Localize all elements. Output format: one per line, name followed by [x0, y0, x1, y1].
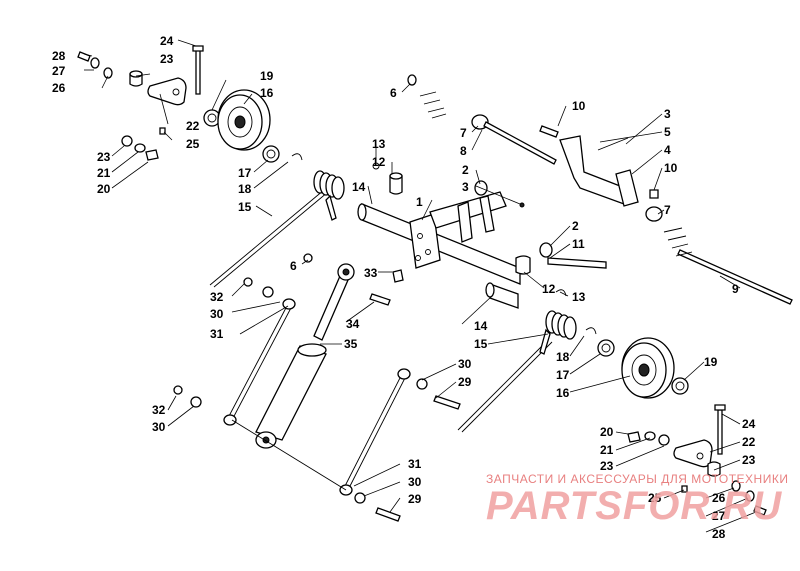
callout-17-lower: 17	[556, 368, 570, 382]
upper-left-arm-group	[77, 45, 303, 163]
callout-1: 1	[416, 195, 423, 209]
callout-23-lower-b: 23	[742, 453, 756, 467]
callout-29-lower: 29	[408, 492, 422, 506]
callout-33: 33	[364, 266, 378, 280]
callout-18-lower: 18	[556, 350, 570, 364]
callout-35: 35	[344, 337, 358, 351]
callout-25-lower: 25	[648, 491, 662, 505]
callout-30-lower-left: 30	[152, 420, 166, 434]
callout-8: 8	[460, 144, 467, 158]
upper-right-bracket-group	[407, 74, 793, 305]
callout-3-upper: 3	[664, 107, 671, 121]
watermark-logo: PARTSFOR.RU	[486, 484, 783, 528]
callout-5: 5	[664, 125, 671, 139]
callout-23-upper: 23	[160, 52, 174, 66]
callout-30-lower: 30	[408, 475, 422, 489]
callout-32-lower: 32	[152, 403, 166, 417]
callout-16-lower: 16	[556, 386, 570, 400]
callout-21-upper: 21	[97, 166, 111, 180]
callout-19-lower: 19	[704, 355, 718, 369]
callout-29-middle: 29	[458, 375, 472, 389]
callout-30-upper: 30	[210, 307, 224, 321]
leader-lines	[83, 39, 757, 533]
callout-16-upper: 16	[260, 86, 274, 100]
callout-12-upper: 12	[372, 155, 386, 169]
callout-23-lower: 23	[600, 459, 614, 473]
callout-31-lower: 31	[408, 457, 422, 471]
callout-21-lower: 21	[600, 443, 614, 457]
lower-right-wheel-group	[597, 337, 767, 516]
callout-25-upper: 25	[186, 137, 200, 151]
callout-13-upper: 13	[372, 137, 386, 151]
callout-labels: 28 27 26 24 23 19 16 22 25 23 21 20 17 1…	[52, 34, 756, 541]
callout-20-upper: 20	[97, 182, 111, 196]
watermark-tagline: ЗАПЧАСТИ И АКСЕССУАРЫ ДЛЯ МОТОТЕХНИКИ	[486, 472, 789, 486]
callout-19-upper: 19	[260, 69, 274, 83]
callout-2-upper: 2	[462, 163, 469, 177]
callout-22-lower: 22	[742, 435, 756, 449]
callout-10-lower: 10	[664, 161, 678, 175]
callout-31-upper: 31	[210, 327, 224, 341]
callout-14-lower: 14	[474, 319, 488, 333]
shock-and-links	[173, 253, 461, 522]
callout-12-lower: 12	[542, 282, 556, 296]
callout-28-lower: 28	[712, 527, 726, 541]
callout-24-upper: 24	[160, 34, 174, 48]
callout-26-upper: 26	[52, 81, 66, 95]
right-torsion-spring	[457, 310, 597, 433]
callout-15-left: 15	[238, 200, 252, 214]
callout-27-lower: 27	[712, 509, 726, 523]
callout-13-lower: 13	[572, 290, 586, 304]
callout-22-upper: 22	[186, 119, 200, 133]
callout-18-upper: 18	[238, 182, 252, 196]
callout-20-lower: 20	[600, 425, 614, 439]
callout-28-upper: 28	[52, 49, 66, 63]
callout-11: 11	[572, 237, 585, 251]
callout-26-lower: 26	[712, 491, 726, 505]
callout-7-upper: 7	[460, 126, 467, 140]
callout-23-upper-b: 23	[97, 150, 111, 164]
callout-10-upper: 10	[572, 99, 586, 113]
callout-2-lower: 2	[572, 219, 579, 233]
callout-7-lower: 7	[664, 203, 671, 217]
callout-6-upper: 6	[390, 86, 397, 100]
callout-24-lower: 24	[742, 417, 756, 431]
callout-30-middle: 30	[458, 357, 472, 371]
left-torsion-spring	[209, 170, 345, 288]
center-shaft-assembly	[357, 162, 607, 309]
callout-6-lower: 6	[290, 259, 297, 273]
callout-27-upper: 27	[52, 64, 66, 78]
callout-34: 34	[346, 317, 360, 331]
callout-17-upper: 17	[238, 166, 252, 180]
callout-4: 4	[664, 143, 671, 157]
callout-32-upper: 32	[210, 290, 224, 304]
callout-3-middle: 3	[462, 180, 469, 194]
callout-15-right: 15	[474, 337, 488, 351]
callout-14-upper: 14	[352, 180, 366, 194]
callout-9: 9	[732, 282, 739, 296]
